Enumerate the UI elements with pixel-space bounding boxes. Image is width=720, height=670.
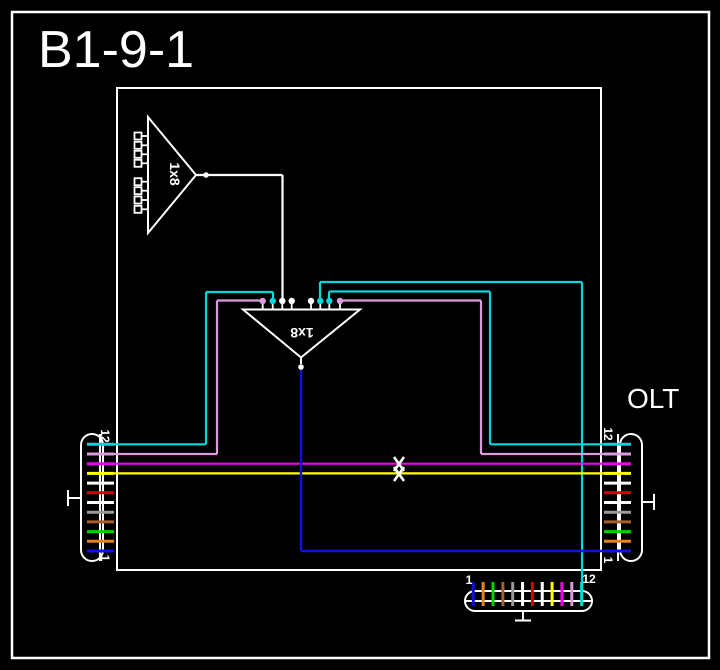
- olt-label: OLT: [627, 383, 679, 414]
- port3-white-circle: [279, 297, 286, 305]
- left-connector-bottom-label: 1: [98, 555, 112, 562]
- aqua-fiber-routes: [87, 280, 631, 606]
- middle-splitter-output-dot: [298, 364, 304, 370]
- top-splitter-label: 1x8: [167, 162, 183, 186]
- bottom-connector-stripes: [471, 582, 584, 606]
- middle-splitter-triangle: [240, 308, 363, 359]
- port7-aqua-circle: [326, 297, 333, 305]
- connector-bodies: [67, 433, 655, 622]
- middle-splitter-port-circles: [259, 297, 344, 305]
- bottom-connector-right-label: 12: [582, 572, 596, 586]
- inner-box: [116, 87, 602, 571]
- white-link-route: [196, 173, 284, 300]
- fiber-break-marks: [392, 456, 406, 482]
- right-connector-top-label: 12: [601, 427, 615, 441]
- port6-aqua-circle: [317, 297, 324, 305]
- bottom-connector-left-label: 1: [466, 573, 473, 587]
- top-splitter: [133, 114, 209, 236]
- frames: [10, 10, 711, 660]
- port8-rose-circle: [336, 297, 344, 305]
- rose-fiber-routes: [87, 299, 631, 456]
- blue-fiber-route: [299, 368, 631, 553]
- top-splitter-output-dot: [203, 172, 209, 178]
- top-splitter-triangle: [147, 114, 198, 236]
- port1-rose-circle: [259, 297, 266, 305]
- right-connector-bottom-label: 1: [601, 557, 615, 564]
- left-connector-top-label: 12: [98, 429, 112, 443]
- port4-white-circle: [288, 297, 295, 305]
- port5-white-circle: [307, 297, 315, 305]
- middle-splitter: [240, 297, 363, 370]
- outer-border: [10, 10, 711, 660]
- diagram-title: B1-9-1: [38, 21, 194, 79]
- top-splitter-ports: [133, 131, 148, 214]
- middle-splitter-label: 1x8: [290, 325, 314, 341]
- straight-fiber-routes: [87, 462, 631, 475]
- break-mark-yellow-fiber: [392, 466, 406, 482]
- right-connector-body: [619, 433, 643, 562]
- port2-aqua-circle: [269, 297, 276, 305]
